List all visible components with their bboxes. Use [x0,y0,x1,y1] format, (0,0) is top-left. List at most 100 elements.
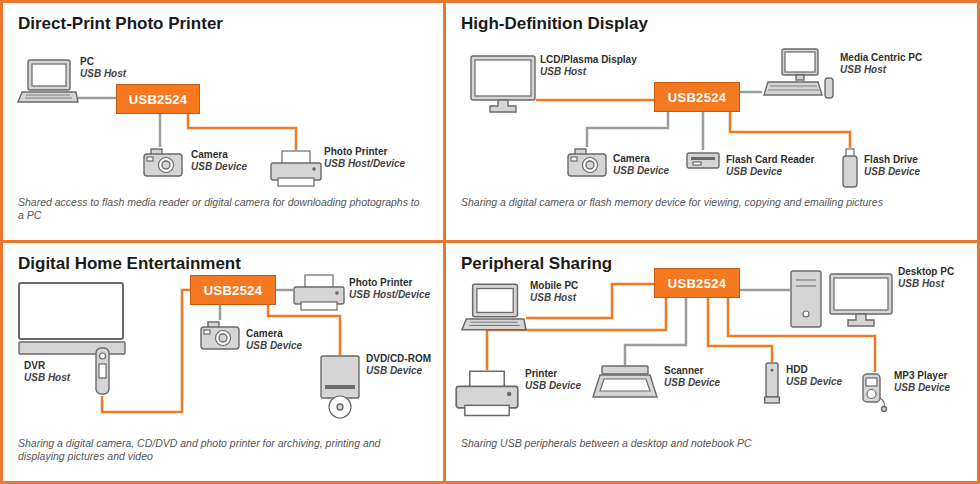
panel: High-Definition DisplaySharing a digital… [443,0,980,243]
panel-caption: Sharing a digital camera, CD/DVD and pho… [18,437,424,463]
usb-hub-chip: USB2524 [654,82,740,112]
usb-cable [188,114,296,150]
usb-role: USB Host [840,64,922,76]
device-name: Media Centric PC [840,52,922,64]
usb-role: USB Host [80,68,126,80]
device-name: HDD [786,364,842,376]
device: Photo PrinterUSB Host/Device [293,274,433,312]
chip-label: USB2524 [129,92,187,107]
usb-role: USB Device [894,382,950,394]
usb-cable [536,99,654,102]
panel-caption: Sharing USB peripherals between a deskto… [461,437,958,450]
device: Flash DriveUSB Device [842,148,923,188]
device-label: PCUSB Host [80,56,126,80]
device-label: ScannerUSB Device [664,365,720,389]
device-label: Mobile PCUSB Host [530,280,578,304]
device: DVRUSB Host [18,282,130,396]
usb-role: USB Host [898,278,954,290]
panel: Digital Home EntertainmentSharing a digi… [0,240,446,484]
device-name: MP3 Player [894,370,950,382]
hdd-icon [764,362,780,404]
panel-title: High-Definition Display [461,14,648,34]
scanner-icon [592,365,658,399]
usb-cable [219,305,222,320]
device-name: Mobile PC [530,280,578,292]
panel-caption: Shared access to flash media reader or d… [18,196,424,222]
usb-cable [740,91,762,94]
usb-cable [730,112,850,148]
device-name: Camera [613,153,669,165]
device-label: Flash Card ReaderUSB Device [726,154,814,178]
usb-cable [708,298,772,362]
device: Photo PrinterUSB Host/Device [270,146,408,188]
device: MP3 PlayerUSB Device [862,370,953,412]
usb-hub-chip: USB2524 [190,275,276,305]
device-label: DVRUSB Host [24,360,70,384]
device: Mobile PCUSB Host [462,280,581,332]
printer-icon [270,150,322,188]
device: CameraUSB Device [567,147,672,177]
usb-role: USB Host [24,372,70,384]
usb-hub-chip: USB2524 [116,84,200,114]
device: Flash Card ReaderUSB Device [686,150,817,178]
usb-cable [276,289,293,292]
usb-cable [587,112,668,147]
usb-cable [625,298,686,365]
usb-cable [740,289,790,292]
device-label: Media Centric PCUSB Host [840,52,922,76]
chip-label: USB2524 [668,276,726,291]
display-icon [470,55,536,113]
device-name: LCD/Plasma Display [540,54,637,66]
device-name: Flash Card Reader [726,154,814,166]
device-name: Flash Drive [864,154,920,166]
device-label: Desktop PCUSB Host [898,266,954,290]
printer-icon [293,274,345,312]
usb-role: USB Host/Device [324,158,405,170]
mp3-player-icon [862,372,888,412]
usb-role: USB Host/Device [349,289,430,301]
device-label: DVD/CD-ROMUSB Device [366,353,431,377]
device-name: Camera [246,328,302,340]
device-name: DVR [24,360,70,372]
panel-title: Peripheral Sharing [461,254,612,274]
device-label: LCD/Plasma DisplayUSB Host [540,54,637,78]
laptop-icon [18,58,78,104]
device-label: CameraUSB Device [246,328,302,352]
usb-role: USB Device [613,165,669,177]
usb-cable [159,114,162,147]
device-name: PC [80,56,126,68]
usb-role: USB Device [864,166,920,178]
panel-title: Direct-Print Photo Printer [18,14,223,34]
device-label: CameraUSB Device [613,153,669,177]
camera-icon [143,147,183,177]
device: PCUSB Host [18,56,129,104]
device: PrinterUSB Device [455,368,584,418]
panel: Peripheral SharingSharing USB peripheral… [443,240,980,484]
usb-role: USB Device [246,340,302,352]
device-name: Desktop PC [898,266,954,278]
usb-role: USB Device [786,376,842,388]
panel: Direct-Print Photo PrinterShared access … [0,0,446,243]
chip-label: USB2524 [204,283,262,298]
usb-role: USB Device [191,161,247,173]
usb-role: USB Host [530,292,578,304]
device: CameraUSB Device [200,320,305,352]
device: CameraUSB Device [143,147,250,177]
device: Media Centric PCUSB Host [762,48,925,100]
media-pc-icon [762,48,834,100]
device-name: Scanner [664,365,720,377]
usb-role: USB Device [664,377,720,389]
device-label: HDDUSB Device [786,364,842,388]
usb-role: USB Device [726,166,814,178]
device: DVD/CD-ROMUSB Device [320,353,433,419]
device-label: CameraUSB Device [191,149,247,173]
device: ScannerUSB Device [592,365,723,399]
device-label: MP3 PlayerUSB Device [894,370,950,394]
device-name: Photo Printer [349,277,430,289]
device-label: Photo PrinterUSB Host/Device [324,146,405,170]
device-name: Photo Printer [324,146,405,158]
device-label: PrinterUSB Device [525,368,581,392]
panel-caption: Sharing a digital camera or flash memory… [461,196,958,209]
usb-cable [702,112,705,150]
printer-icon [455,370,519,418]
